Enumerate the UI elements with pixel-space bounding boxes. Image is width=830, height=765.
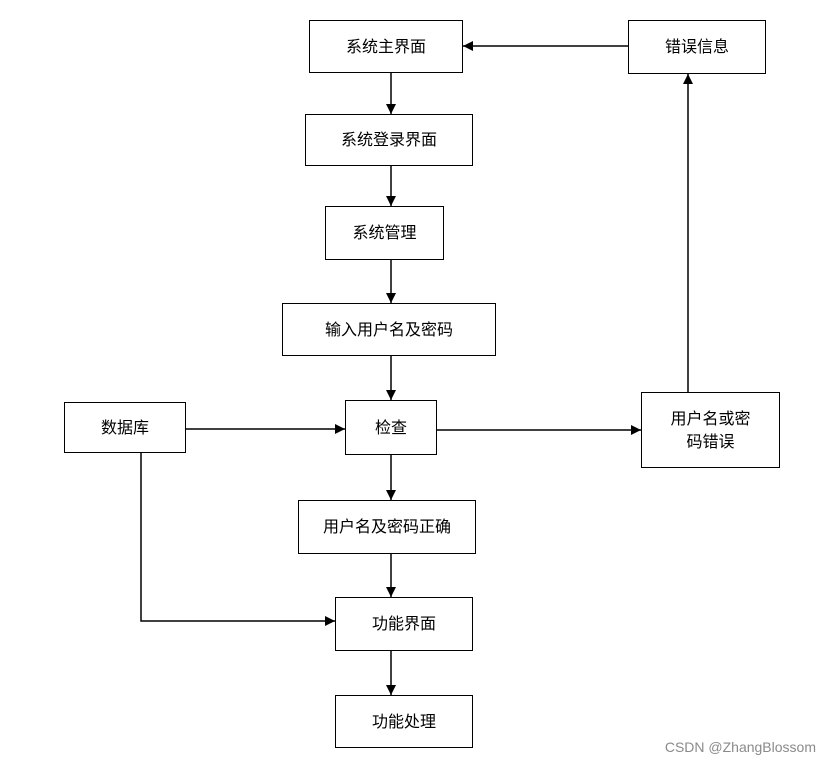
node-function-ui: 功能界面 (335, 597, 473, 651)
node-main-ui: 系统主界面 (309, 20, 463, 73)
node-input-credentials: 输入用户名及密码 (282, 303, 496, 356)
node-error-info: 错误信息 (628, 20, 766, 74)
node-credentials-wrong-line2: 码错误 (686, 432, 735, 451)
node-function-process: 功能处理 (335, 695, 473, 748)
node-credentials-wrong-line1: 用户名或密 (670, 408, 751, 428)
node-credentials-correct: 用户名及密码正确 (298, 500, 476, 554)
node-credentials-wrong: 用户名或密 码错误 (641, 392, 780, 468)
node-database: 数据库 (64, 402, 186, 453)
arrow-database-to-function (140, 453, 335, 626)
watermark: CSDN @ZhangBlossom (664, 739, 816, 755)
node-check: 检查 (345, 400, 437, 455)
node-login-ui: 系统登录界面 (305, 114, 473, 166)
node-system-manage: 系统管理 (325, 206, 444, 260)
